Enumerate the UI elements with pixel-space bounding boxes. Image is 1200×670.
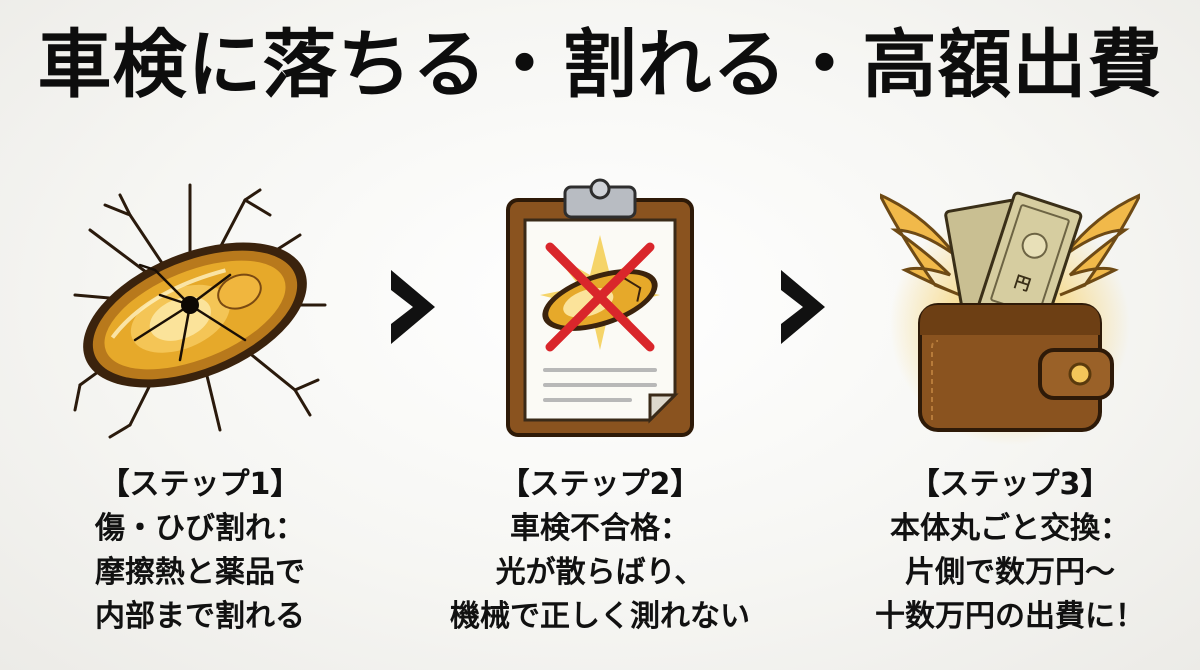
- step-1-line-2: 摩擦熱と薬品で: [95, 555, 305, 590]
- step-3-caption: 【ステップ3】 本体丸ごと交換： 片側で数万円〜 十数万円の出費に！: [850, 463, 1170, 639]
- cracked-headlight-icon: [73, 183, 327, 439]
- step-2-line-2: 光が散らばり、: [495, 555, 705, 590]
- step-2-line-1: 車検不合格：: [510, 511, 690, 546]
- step-3-line-1: 本体丸ごと交換：: [890, 511, 1130, 546]
- step-3-line-2: 片側で数万円〜: [905, 555, 1115, 590]
- step-2: 【ステップ2】 車検不合格： 光が散らばり、 機械で正しく測れない: [440, 175, 760, 655]
- step-1-heading: 【ステップ1】: [99, 467, 301, 502]
- step-2-caption: 【ステップ2】 車検不合格： 光が散らばり、 機械で正しく測れない: [440, 463, 760, 639]
- step-2-line-3: 機械で正しく測れない: [450, 599, 750, 634]
- banknote-label: 円: [1012, 272, 1033, 295]
- step-1: 【ステップ1】 傷・ひび割れ： 摩擦熱と薬品で 内部まで割れる: [40, 175, 360, 655]
- chevron-right-icon: [391, 270, 435, 344]
- step-1-line-1: 傷・ひび割れ：: [95, 511, 305, 546]
- step-3-line-3: 十数万円の出費に！: [875, 599, 1145, 634]
- failed-inspection-clipboard-icon: [506, 178, 694, 437]
- step-3: 円 【ステップ3】 本体丸ごと交換： 片側で数万円〜 十数万円の出費に！: [850, 175, 1170, 655]
- step-3-heading: 【ステップ3】: [909, 467, 1111, 502]
- page-title: 車検に落ちる・割れる・高額出費: [37, 22, 1163, 108]
- chevron-right-icon: [781, 270, 825, 344]
- flying-money-wallet-icon: 円: [880, 191, 1140, 445]
- step-2-heading: 【ステップ2】: [499, 467, 701, 502]
- step-1-caption: 【ステップ1】 傷・ひび割れ： 摩擦熱と薬品で 内部まで割れる: [40, 463, 360, 639]
- step-1-line-3: 内部まで割れる: [95, 599, 305, 634]
